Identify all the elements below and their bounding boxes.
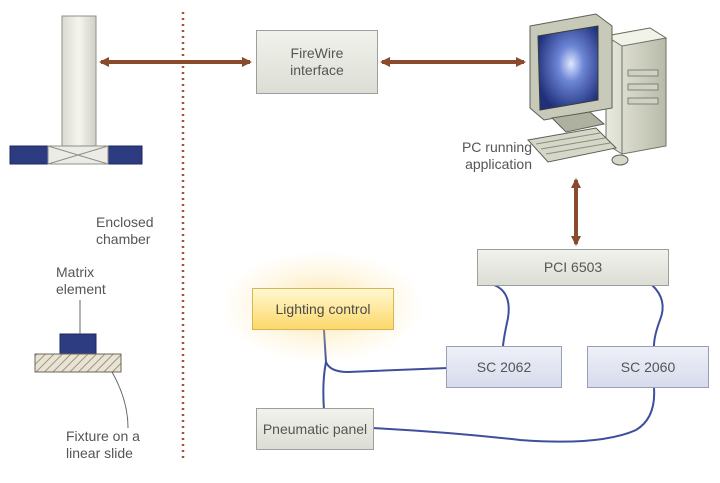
matrix-fixture-icon — [34, 333, 122, 373]
wire-pci-sc2062 — [493, 284, 510, 347]
wire-lighting-pneumatic — [322, 361, 327, 411]
fixture-leader-line — [111, 371, 129, 429]
firewire-interface-box: FireWire interface — [256, 30, 378, 94]
pci-6503-box: PCI 6503 — [477, 249, 669, 286]
fixture-label: Fixture on a linear slide — [66, 428, 140, 461]
wire-pci-sc2060 — [651, 284, 664, 347]
lighting-control-box: Lighting control — [252, 288, 394, 330]
wire-pneumatic-sc2060 — [371, 387, 656, 443]
wiring — [322, 284, 664, 443]
sc-2060-box: SC 2060 — [587, 346, 709, 388]
matrix-element-label: Matrix element — [56, 264, 106, 297]
chamber-label: Enclosed chamber — [96, 214, 154, 247]
pneumatic-panel-box: Pneumatic panel — [256, 408, 374, 450]
sc-2062-box: SC 2062 — [446, 346, 562, 388]
camera-column-icon — [9, 15, 143, 165]
pc-label: PC running application — [461, 139, 532, 172]
desktop-computer-icon — [527, 13, 668, 166]
wire-lighting-sc2062 — [323, 329, 449, 374]
